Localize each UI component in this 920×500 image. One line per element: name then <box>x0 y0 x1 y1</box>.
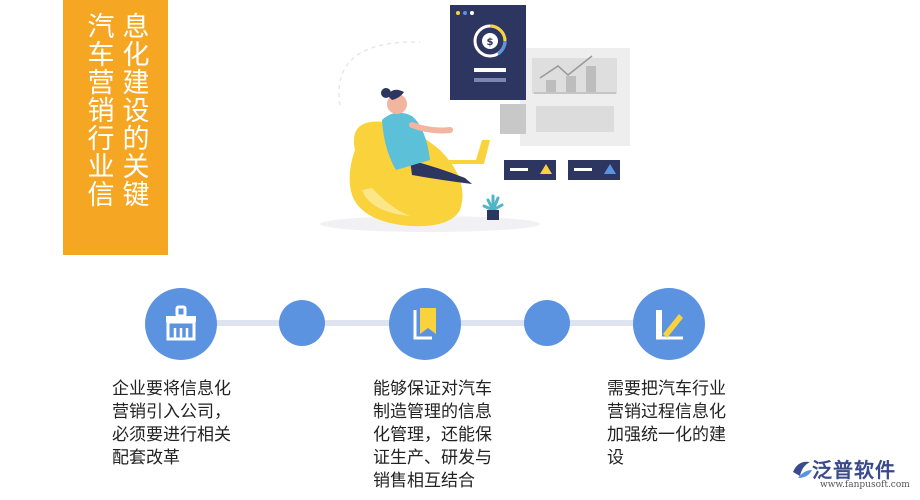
person-on-chair-illustration: $ <box>320 5 630 232</box>
step-2-badge <box>389 288 461 360</box>
brand-name: 泛普软件 <box>812 458 896 482</box>
brush-icon <box>166 305 196 341</box>
step-1-badge <box>145 288 217 360</box>
step-2-description: 能够保证对汽车 制造管理的信息 化管理，还能保 证生产、研发与 销售相互结合 <box>373 379 492 491</box>
bookmark-icon <box>413 308 436 340</box>
timeline-dot-2 <box>524 300 570 346</box>
brand-logo: 泛普软件 www.fanpusoft.com <box>790 452 920 500</box>
pencil-ruler-icon <box>656 310 683 340</box>
step-1-description: 企业要将信息化 营销引入公司， 必须要进行相关 配套改革 <box>112 379 231 468</box>
step-3-description: 需要把汽车行业 营销过程信息化 加强统一化的建 设 <box>607 379 726 468</box>
title-banner: 汽车营销行业信 息化建设的关键 <box>63 0 168 255</box>
title-column-left: 息化建设的关键 <box>117 12 149 208</box>
brand-url: www.fanpusoft.com <box>820 480 910 490</box>
dollar-card <box>450 5 526 100</box>
timeline-dot-1 <box>279 300 325 346</box>
fanpu-logo-icon <box>793 461 812 478</box>
title-column-right: 汽车营销行业信 <box>82 12 114 208</box>
step-3-badge <box>633 288 705 360</box>
svg-text:$: $ <box>487 37 494 48</box>
